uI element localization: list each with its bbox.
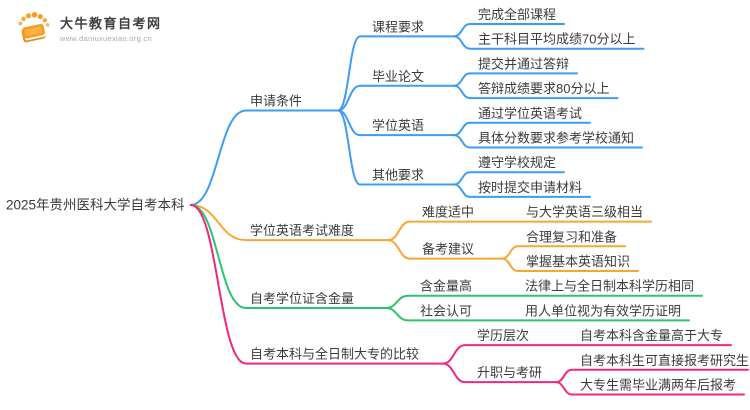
sub-branch-node[interactable]: 备考建议 bbox=[422, 242, 474, 257]
connector-line bbox=[442, 344, 732, 365]
site-logo-text: 大牛教育自考网 www.daniuxuexiao.org.cn bbox=[60, 13, 162, 43]
leaf-node[interactable]: 遵守学校规定 bbox=[478, 155, 556, 170]
leaf-node[interactable]: 主干科目平均成绩70分以上 bbox=[478, 32, 635, 47]
branch-node[interactable]: 自考本科与全日制大专的比较 bbox=[250, 347, 419, 362]
branch-node[interactable]: 申请条件 bbox=[250, 93, 302, 108]
connector-line bbox=[387, 239, 503, 260]
sub-branch-node[interactable]: 毕业论文 bbox=[372, 69, 424, 84]
branch-node[interactable]: 学位英语考试难度 bbox=[250, 223, 354, 238]
connector-line bbox=[453, 84, 619, 100]
connector-line bbox=[189, 204, 444, 365]
leaf-node[interactable]: 合理复习和准备 bbox=[526, 229, 617, 244]
site-url: www.daniuxuexiao.org.cn bbox=[60, 34, 152, 43]
leaf-node[interactable]: 法律上与全日制本科学历相同 bbox=[525, 279, 694, 294]
connector-line bbox=[385, 307, 690, 322]
book-icon bbox=[18, 12, 50, 43]
leaf-node[interactable]: 通过学位英语考试 bbox=[478, 106, 582, 121]
root-node[interactable]: 2025年贵州医科大学自考本科 bbox=[6, 198, 185, 213]
connector-line bbox=[501, 257, 639, 272]
leaf-node[interactable]: 答辩成绩要求80分以上 bbox=[478, 81, 609, 96]
leaf-node[interactable]: 提交并通过答辩 bbox=[478, 56, 569, 71]
sub-branch-node[interactable]: 社会认可 bbox=[420, 303, 472, 318]
sub-branch-node[interactable]: 课程要求 bbox=[372, 19, 424, 34]
connector-line bbox=[189, 204, 387, 310]
sub-branch-node[interactable]: 含金量高 bbox=[420, 279, 472, 294]
connector-line bbox=[337, 84, 455, 112]
leaf-node[interactable]: 自考本科含金量高于大专 bbox=[580, 328, 723, 343]
connector-line bbox=[555, 381, 745, 396]
connector-line bbox=[189, 204, 389, 242]
connector-line bbox=[453, 183, 591, 198]
connector-line bbox=[337, 109, 455, 186]
connector-line bbox=[453, 134, 643, 149]
leaf-node[interactable]: 按时提交申请材料 bbox=[478, 180, 582, 195]
leaf-node[interactable]: 用人单位视为有效学历证明 bbox=[525, 303, 681, 318]
connector-line bbox=[442, 362, 557, 384]
branch-node[interactable]: 自考学位证含金量 bbox=[250, 291, 354, 306]
leaf-node[interactable]: 大专生需毕业满两年后报考 bbox=[580, 378, 736, 393]
connector-line bbox=[453, 35, 645, 50]
sub-branch-node[interactable]: 其他要求 bbox=[372, 168, 424, 183]
sub-branch-node[interactable]: 学位英语 bbox=[372, 118, 424, 133]
site-name: 大牛教育自考网 bbox=[60, 16, 162, 31]
leaf-node[interactable]: 与大学英语三级相当 bbox=[526, 205, 643, 220]
connector-line bbox=[337, 35, 455, 112]
sub-branch-node[interactable]: 升职与考研 bbox=[477, 365, 542, 380]
leaf-node[interactable]: 完成全部课程 bbox=[478, 7, 556, 22]
leaf-node[interactable]: 自考本科生可直接报考研究生 bbox=[580, 353, 749, 368]
sub-branch-node[interactable]: 难度适中 bbox=[422, 205, 474, 220]
connector-line bbox=[387, 220, 652, 242]
sub-branch-node[interactable]: 学历层次 bbox=[477, 328, 529, 343]
leaf-node[interactable]: 具体分数要求参考学校通知 bbox=[478, 131, 634, 146]
leaf-node[interactable]: 掌握基本英语知识 bbox=[526, 254, 630, 269]
connector-line bbox=[189, 109, 339, 206]
site-logo[interactable]: 大牛教育自考网 www.daniuxuexiao.org.cn bbox=[14, 8, 162, 48]
